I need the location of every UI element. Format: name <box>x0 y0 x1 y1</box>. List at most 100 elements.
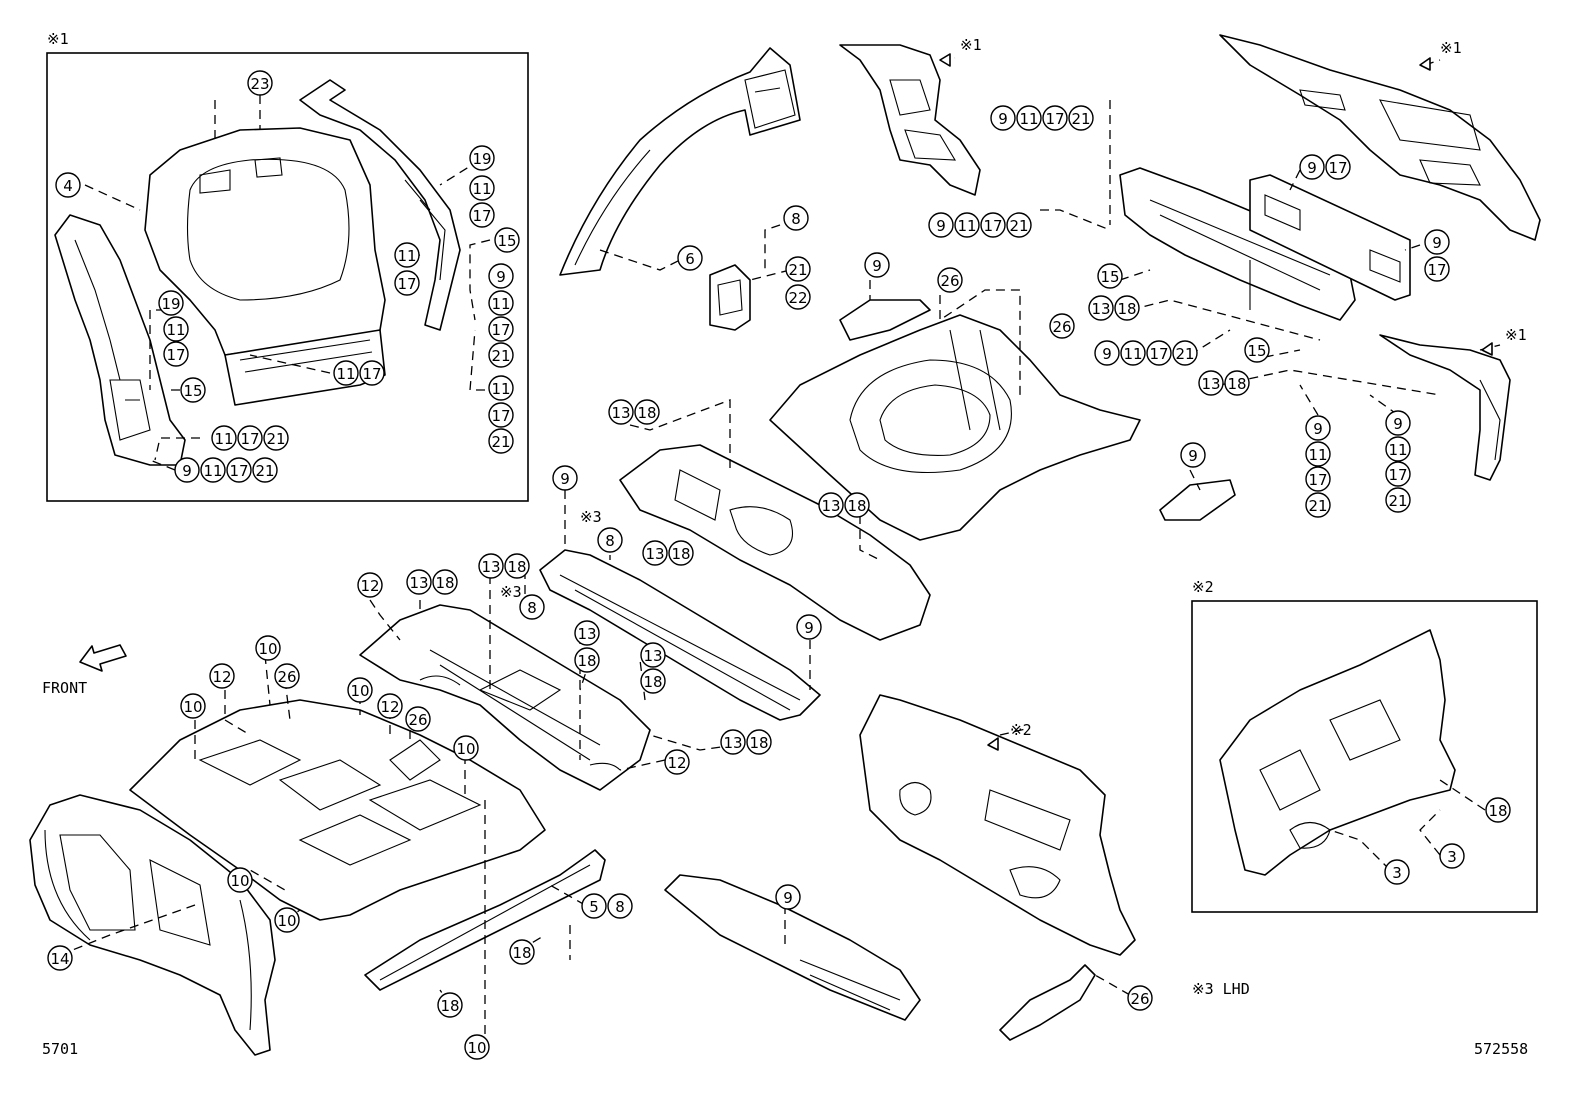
ref-arrow-1c <box>1481 342 1493 356</box>
callout-number: 10 <box>467 1039 486 1057</box>
callout-circle <box>746 729 772 755</box>
callout-circle <box>488 316 514 342</box>
ref-mark-3a: ※3 <box>580 508 602 526</box>
callout-number: 21 <box>1388 492 1407 510</box>
callout-number: 21 <box>788 261 807 279</box>
callout-circle <box>1385 410 1411 436</box>
callout-c9l: 9 <box>552 465 578 491</box>
callout-number: 9 <box>1307 159 1317 177</box>
callout-circle <box>263 425 289 451</box>
callout-number: 17 <box>362 365 381 383</box>
callout-circle <box>1097 263 1123 289</box>
dash-panel-part <box>859 694 1136 956</box>
callout-number: 17 <box>229 462 248 480</box>
callout-circle <box>509 939 535 965</box>
callout-number: 18 <box>1227 375 1246 393</box>
callout-number: 13 <box>643 647 662 665</box>
callout-number: 21 <box>491 347 510 365</box>
callout-circle <box>394 270 420 296</box>
callout-circle <box>405 706 431 732</box>
dash-bracket-part <box>999 964 1096 1041</box>
callout-circle <box>1006 212 1032 238</box>
callout-number: 11 <box>1019 110 1038 128</box>
callout-circle <box>937 267 963 293</box>
ref-mark-1b: ※1 <box>1440 39 1462 57</box>
callout-number: 17 <box>491 321 510 339</box>
callout-number: 12 <box>667 754 686 772</box>
diagram-code-left: 5701 <box>42 1040 78 1058</box>
callout-number: 11 <box>1308 446 1327 464</box>
cowl-panel-part <box>664 874 921 1021</box>
callout-c11c: 11 <box>488 290 514 316</box>
callout-number: 9 <box>783 889 793 907</box>
callout-c19b: 19 <box>158 290 184 316</box>
callout-circle <box>574 620 600 646</box>
callout-number: 21 <box>1071 110 1090 128</box>
callout-c9c: 9 <box>864 252 890 278</box>
callout-c17a: 17 <box>469 202 495 228</box>
callout-c8d: 8 <box>607 893 633 919</box>
callout-number: 18 <box>435 574 454 592</box>
callout-c9f: 9 <box>1299 154 1325 180</box>
rear-pillar-outer-part <box>299 79 461 331</box>
callout-number: 11 <box>203 462 222 480</box>
callout-number: 9 <box>936 217 946 235</box>
rear-panel-reinforcement-part <box>1249 174 1411 301</box>
callout-c21h: 21 <box>1172 340 1198 366</box>
callout-number: 9 <box>496 268 506 286</box>
callout-circle <box>1424 229 1450 255</box>
body-side-panel-part <box>29 794 276 1056</box>
callout-c21c: 21 <box>263 425 289 451</box>
callout-number: 4 <box>63 177 73 195</box>
callout-c17k: 17 <box>1325 154 1351 180</box>
callout-c26d: 26 <box>405 706 431 732</box>
callout-number: 13 <box>577 625 596 643</box>
callout-c26b: 26 <box>1049 313 1075 339</box>
callout-number: 12 <box>380 698 399 716</box>
inset-box-1 <box>46 52 529 502</box>
callout-c18h: 18 <box>574 647 600 673</box>
callout-circle <box>818 492 844 518</box>
callout-number: 15 <box>1247 342 1266 360</box>
callout-number: 17 <box>166 346 185 364</box>
callout-circle <box>347 677 373 703</box>
callout-c13j: 13 <box>720 729 746 755</box>
callout-circle <box>406 569 432 595</box>
callout-circle <box>775 884 801 910</box>
callout-c21a: 21 <box>488 342 514 368</box>
callout-c10c: 10 <box>347 677 373 703</box>
callout-circle <box>158 290 184 316</box>
callout-circle <box>274 907 300 933</box>
callout-number: 8 <box>615 898 625 916</box>
callout-circle <box>1305 466 1331 492</box>
callout-number: 3 <box>1447 848 1457 866</box>
callout-number: 18 <box>577 652 596 670</box>
callout-number: 9 <box>1432 234 1442 252</box>
callout-circle <box>980 212 1006 238</box>
callout-c12b: 12 <box>209 663 235 689</box>
callout-number: 17 <box>1149 345 1168 363</box>
callout-c11h: 11 <box>200 457 226 483</box>
callout-c9e: 9 <box>928 212 954 238</box>
callout-circle <box>488 263 514 289</box>
callout-number: 5 <box>589 898 599 916</box>
callout-c12a: 12 <box>357 572 383 598</box>
callout-c9g: 9 <box>1424 229 1450 255</box>
callout-circle <box>469 175 495 201</box>
callout-c15c: 15 <box>1097 263 1123 289</box>
callout-c9i: 9 <box>1305 415 1331 441</box>
callout-circle <box>1120 340 1146 366</box>
callout-number: 18 <box>512 944 531 962</box>
callout-number: 13 <box>723 734 742 752</box>
callout-c17f: 17 <box>488 402 514 428</box>
callout-c10f: 10 <box>274 907 300 933</box>
callout-circle <box>180 693 206 719</box>
callout-number: 11 <box>472 180 491 198</box>
callout-circle <box>437 992 463 1018</box>
rear-panel-upper-part <box>1119 167 1356 321</box>
callout-number: 17 <box>1427 261 1446 279</box>
callout-circle <box>488 342 514 368</box>
callout-c17e: 17 <box>359 360 385 386</box>
small-bracket-part <box>709 264 751 331</box>
